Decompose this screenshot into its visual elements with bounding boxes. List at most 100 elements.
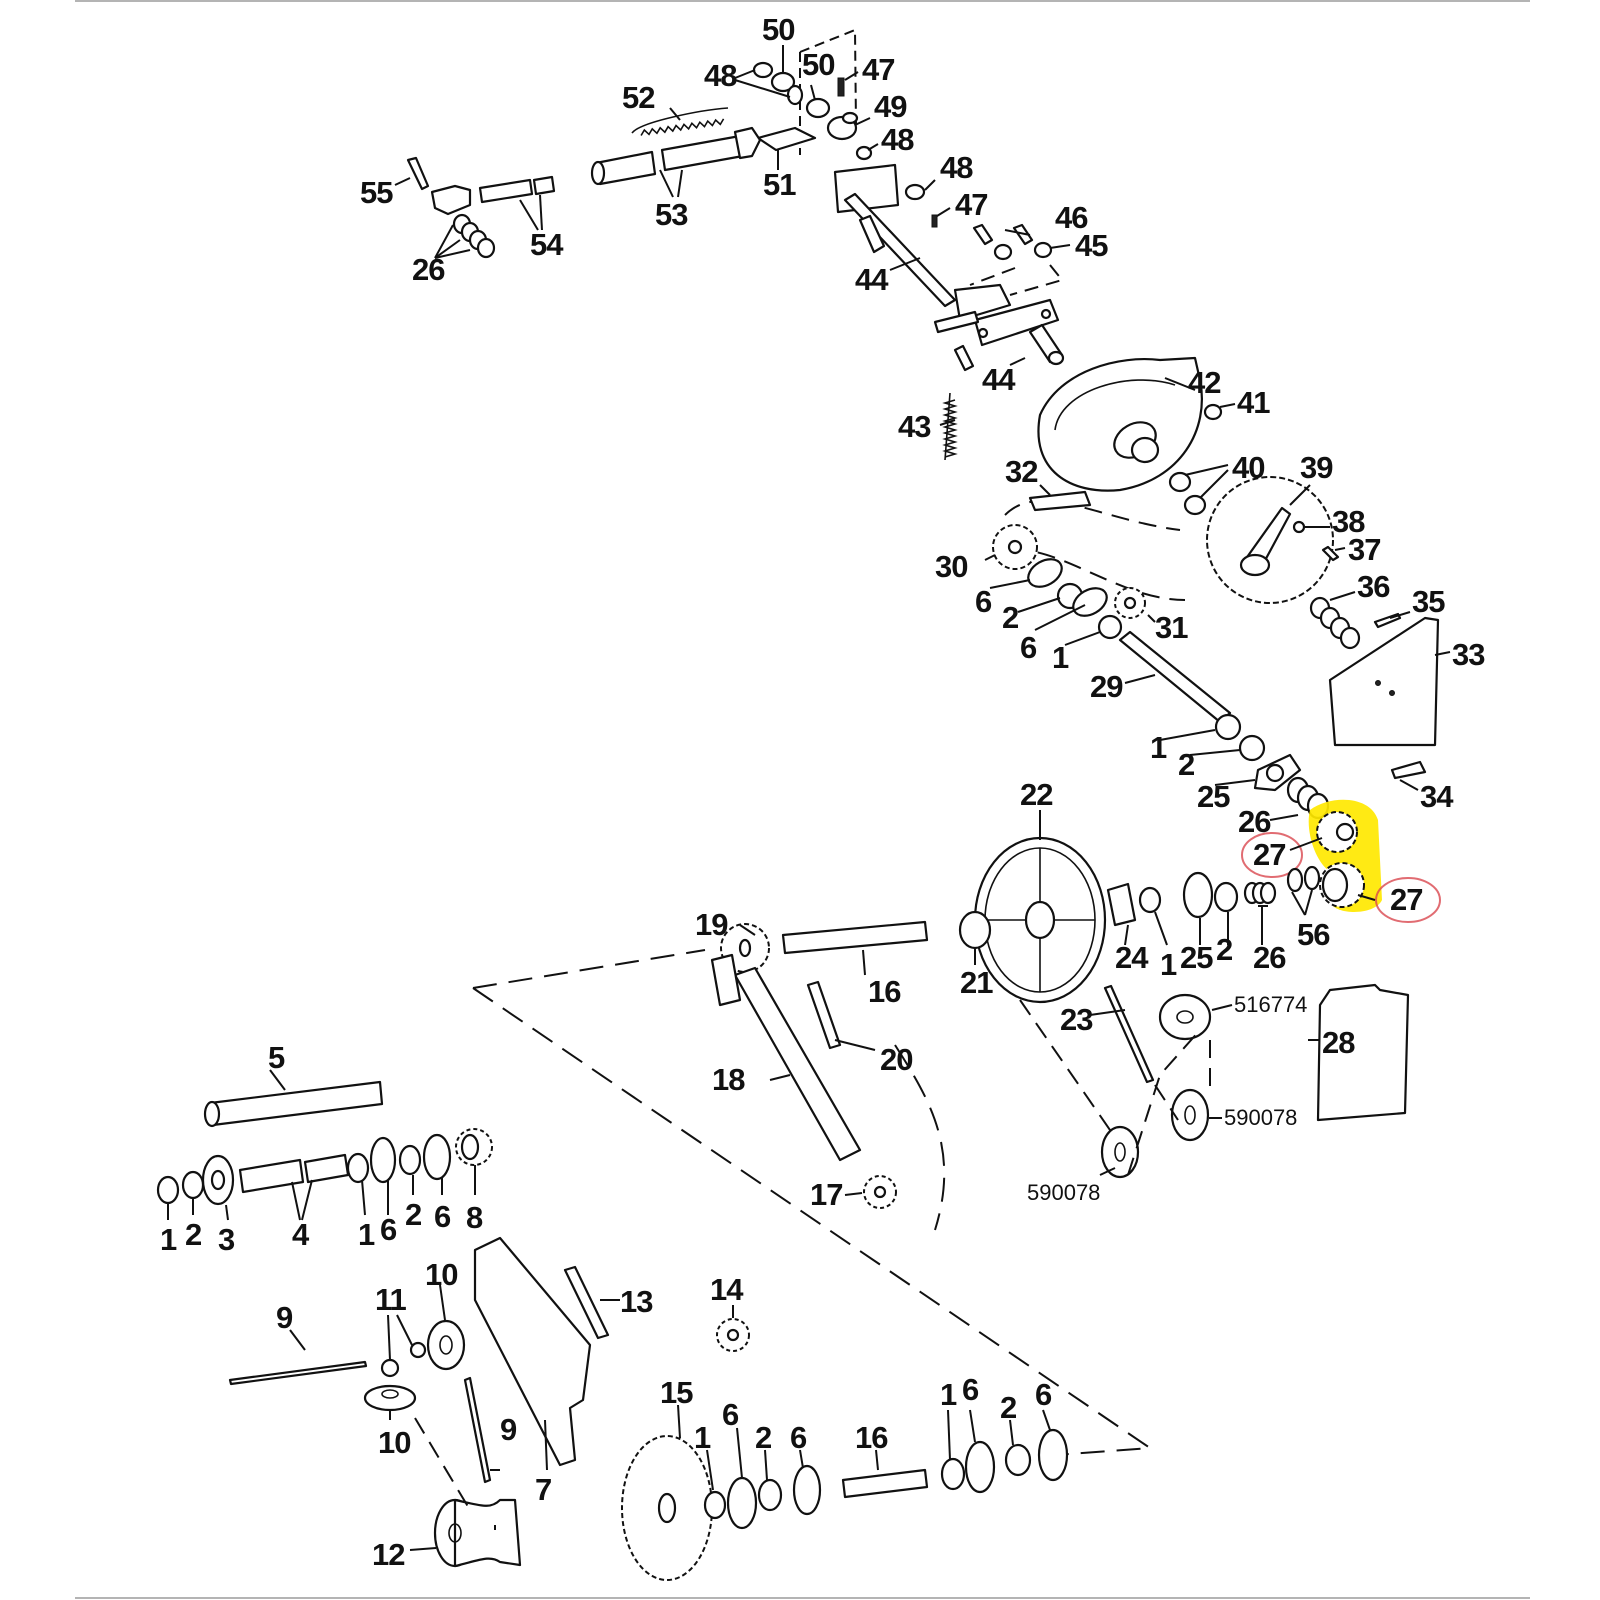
callout-1: 1 xyxy=(160,1222,177,1257)
bearing-2-d xyxy=(181,1170,205,1200)
flange-25-b xyxy=(1182,871,1214,919)
chain-32 xyxy=(1028,490,1092,512)
callout-3: 3 xyxy=(218,1222,235,1257)
collar-1-a xyxy=(1097,614,1123,640)
callout-6: 6 xyxy=(722,1397,739,1432)
bearing-2-e xyxy=(398,1144,422,1176)
callout-50: 50 xyxy=(802,47,834,82)
callout-2: 2 xyxy=(1216,932,1232,967)
bolt-55 xyxy=(406,156,430,191)
callout-51: 51 xyxy=(763,167,796,202)
collar-1-e xyxy=(346,1152,370,1184)
callout-48: 48 xyxy=(940,150,973,185)
spring-52 xyxy=(631,107,729,134)
pulley-590078-mid xyxy=(1170,1088,1210,1142)
tube-53 xyxy=(594,150,657,186)
callout-2: 2 xyxy=(1000,1390,1016,1425)
callout-19: 19 xyxy=(695,907,728,942)
flange-6-d xyxy=(422,1133,452,1181)
callout-50: 50 xyxy=(762,12,794,47)
callout-29: 29 xyxy=(1090,669,1123,704)
shaft-29 xyxy=(1118,630,1232,724)
callout-38: 38 xyxy=(1332,504,1365,539)
part-number-590078: 590078 xyxy=(1027,1180,1100,1205)
bearing-2-b xyxy=(1238,734,1266,762)
bearing-2-c xyxy=(1213,881,1239,913)
callout-1: 1 xyxy=(1052,640,1069,675)
callout-47: 47 xyxy=(955,187,987,222)
shield-33 xyxy=(1328,616,1440,747)
callout-15: 15 xyxy=(660,1375,693,1410)
plate-24 xyxy=(1106,882,1137,927)
callout-47: 47 xyxy=(862,52,894,87)
tube-5 xyxy=(208,1080,384,1127)
bushings-45 xyxy=(993,243,1013,261)
callout-6: 6 xyxy=(380,1212,397,1247)
callout-25: 25 xyxy=(1180,940,1213,975)
washer-48 xyxy=(752,61,774,79)
chain-13 xyxy=(563,1265,610,1340)
arm-18 xyxy=(733,966,862,1162)
callout-54: 54 xyxy=(530,227,564,262)
pulley-590078-bottom xyxy=(1100,1125,1140,1179)
spring-26-top xyxy=(452,213,496,259)
callout-40: 40 xyxy=(1232,450,1264,485)
flange-6-e xyxy=(726,1476,758,1530)
callout-32: 32 xyxy=(1005,454,1037,489)
callout-31: 31 xyxy=(1155,610,1188,645)
bearing-2-g xyxy=(1004,1443,1032,1477)
pulley-10-a xyxy=(426,1319,466,1371)
callout-30: 30 xyxy=(935,549,967,584)
linkage-assembly xyxy=(406,28,1065,372)
callout-7: 7 xyxy=(535,1472,551,1507)
callout-5: 5 xyxy=(268,1040,285,1075)
callout-8: 8 xyxy=(466,1200,483,1235)
callout-6: 6 xyxy=(434,1199,451,1234)
callout-41: 41 xyxy=(1237,385,1270,420)
callout-1: 1 xyxy=(358,1217,375,1252)
callout-2: 2 xyxy=(185,1217,201,1252)
shaft-16-a xyxy=(781,920,929,955)
flange-6-c xyxy=(369,1136,397,1184)
chain-path-upper xyxy=(1004,500,1186,601)
plate-51 xyxy=(756,126,817,152)
callout-10: 10 xyxy=(425,1257,457,1292)
callout-39: 39 xyxy=(1300,450,1333,485)
drum-12 xyxy=(433,1498,522,1568)
callout-12: 12 xyxy=(372,1537,404,1572)
housing-cover-42 xyxy=(1037,356,1203,492)
callout-16: 16 xyxy=(855,1420,888,1455)
callout-27: 27 xyxy=(1390,882,1422,917)
callout-27: 27 xyxy=(1253,837,1285,872)
bushing-21 xyxy=(958,910,992,950)
belt-23 xyxy=(1103,984,1155,1084)
callout-13: 13 xyxy=(620,1284,653,1319)
callout-24: 24 xyxy=(1115,940,1149,975)
callout-48: 48 xyxy=(704,58,737,93)
callout-9: 9 xyxy=(276,1300,293,1335)
bearing-2-f xyxy=(757,1478,783,1512)
callout-1: 1 xyxy=(694,1420,711,1455)
collar-1-f xyxy=(703,1490,727,1520)
callout-6: 6 xyxy=(962,1372,979,1407)
callout-48: 48 xyxy=(881,122,914,157)
callout-33: 33 xyxy=(1452,637,1485,672)
pulley-22 xyxy=(973,836,1107,1004)
callout-18: 18 xyxy=(712,1062,745,1097)
callout-23: 23 xyxy=(1060,1002,1093,1037)
clevis xyxy=(430,184,472,216)
shaft-4 xyxy=(238,1158,305,1194)
part-number-590078: 590078 xyxy=(1224,1105,1297,1130)
callout-37: 37 xyxy=(1348,532,1380,567)
callout-52: 52 xyxy=(622,80,654,115)
pin-47 xyxy=(837,77,845,97)
callout-20: 20 xyxy=(880,1042,912,1077)
belt-9-b xyxy=(463,1376,492,1484)
pins-46 xyxy=(972,223,994,246)
bushing-11-a xyxy=(409,1341,427,1359)
callout-49: 49 xyxy=(874,89,907,124)
callout-26: 26 xyxy=(1253,940,1286,975)
spring-26-low xyxy=(1243,881,1277,905)
callout-10: 10 xyxy=(378,1425,410,1460)
